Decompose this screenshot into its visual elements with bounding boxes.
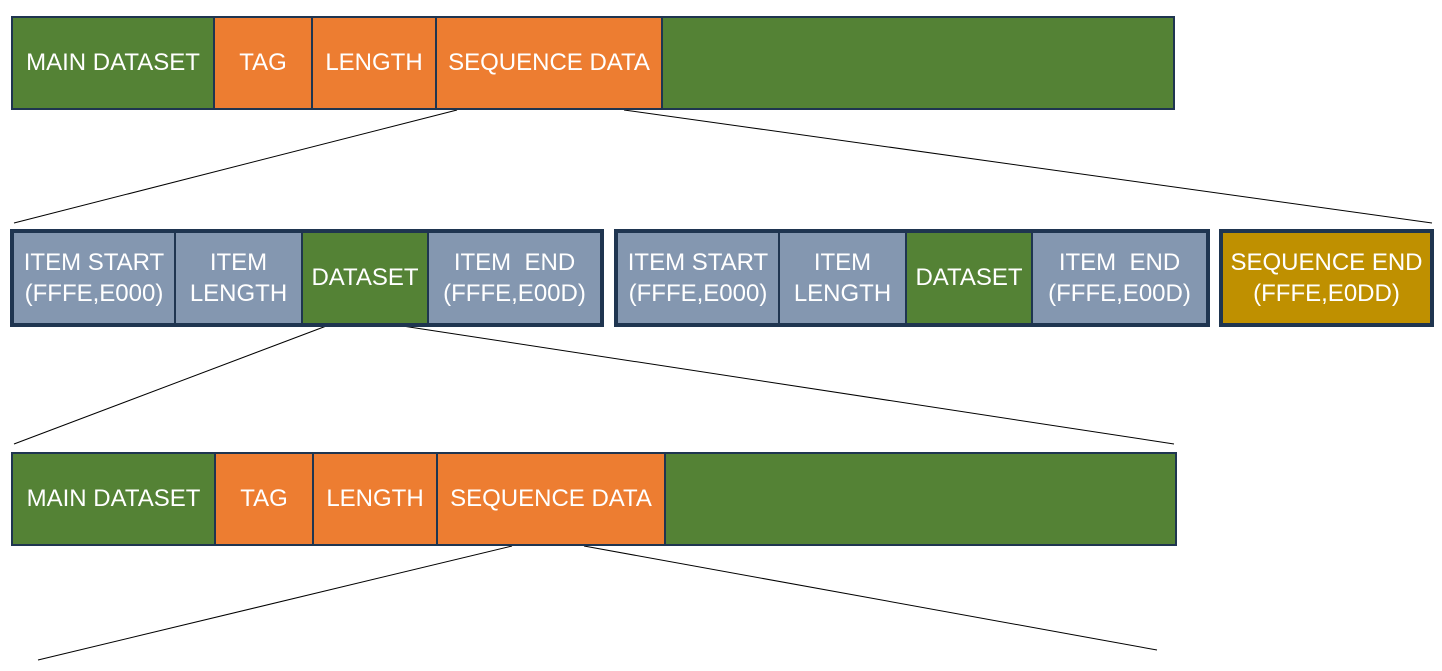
item-length-label-line1: ITEM (813, 248, 872, 276)
top-dataset-row: MAIN DATASET TAG LENGTH SEQUENCE DATA (11, 16, 1175, 110)
expand-line-bottom-right (583, 545, 1158, 651)
sequence-end-cell: SEQUENCE END (FFFE,E0DD) (1223, 233, 1430, 323)
item-length-cell: ITEM LENGTH (780, 233, 907, 323)
item-start-tag: (FFFE,E000) (628, 280, 768, 307)
top-length-cell: LENGTH (313, 18, 437, 108)
expand-line-top-left (13, 109, 458, 224)
expand-line-top-right (623, 109, 1433, 224)
item-length-label-line2: LENGTH (189, 280, 288, 307)
sequence-item-2: ITEM START (FFFE,E000) ITEM LENGTH DATAS… (614, 229, 1210, 327)
item-length-label-line1: ITEM (209, 248, 268, 276)
top-sequence-data-cell: SEQUENCE DATA (437, 18, 663, 108)
top-main-dataset-cell: MAIN DATASET (13, 18, 215, 108)
top-tag-cell: TAG (215, 18, 313, 108)
expand-line-mid-right (395, 324, 1175, 445)
item-end-tag: (FFFE,E00D) (443, 280, 586, 307)
item-dataset-cell: DATASET (303, 233, 429, 323)
item-end-label: ITEM END (1058, 248, 1181, 276)
nested-remaining-dataset-cell (666, 454, 1175, 544)
item-end-label: ITEM END (453, 248, 576, 276)
item-end-cell: ITEM END (FFFE,E00D) (1033, 233, 1206, 323)
sequence-end-label: SEQUENCE END (1230, 248, 1423, 276)
expand-line-mid-left (13, 324, 330, 445)
item-start-label: ITEM START (23, 248, 165, 276)
item-start-tag: (FFFE,E000) (24, 280, 164, 307)
item-start-label: ITEM START (627, 248, 769, 276)
nested-dataset-row: MAIN DATASET TAG LENGTH SEQUENCE DATA (11, 452, 1177, 546)
item-start-cell: ITEM START (FFFE,E000) (14, 233, 176, 323)
sequence-item-1: ITEM START (FFFE,E000) ITEM LENGTH DATAS… (10, 229, 604, 327)
item-length-cell: ITEM LENGTH (176, 233, 303, 323)
top-remaining-dataset-cell (663, 18, 1173, 108)
item-dataset-cell: DATASET (907, 233, 1033, 323)
nested-tag-cell: TAG (216, 454, 314, 544)
sequence-end-delimiter: SEQUENCE END (FFFE,E0DD) (1219, 229, 1434, 327)
item-end-cell: ITEM END (FFFE,E00D) (429, 233, 600, 323)
sequence-end-tag: (FFFE,E0DD) (1253, 280, 1400, 307)
nested-sequence-data-cell: SEQUENCE DATA (438, 454, 666, 544)
nested-length-cell: LENGTH (314, 454, 438, 544)
expand-line-bottom-left (37, 545, 513, 661)
item-start-cell: ITEM START (FFFE,E000) (618, 233, 780, 323)
item-length-label-line2: LENGTH (793, 280, 892, 307)
item-end-tag: (FFFE,E00D) (1048, 280, 1191, 307)
nested-main-dataset-cell: MAIN DATASET (13, 454, 216, 544)
